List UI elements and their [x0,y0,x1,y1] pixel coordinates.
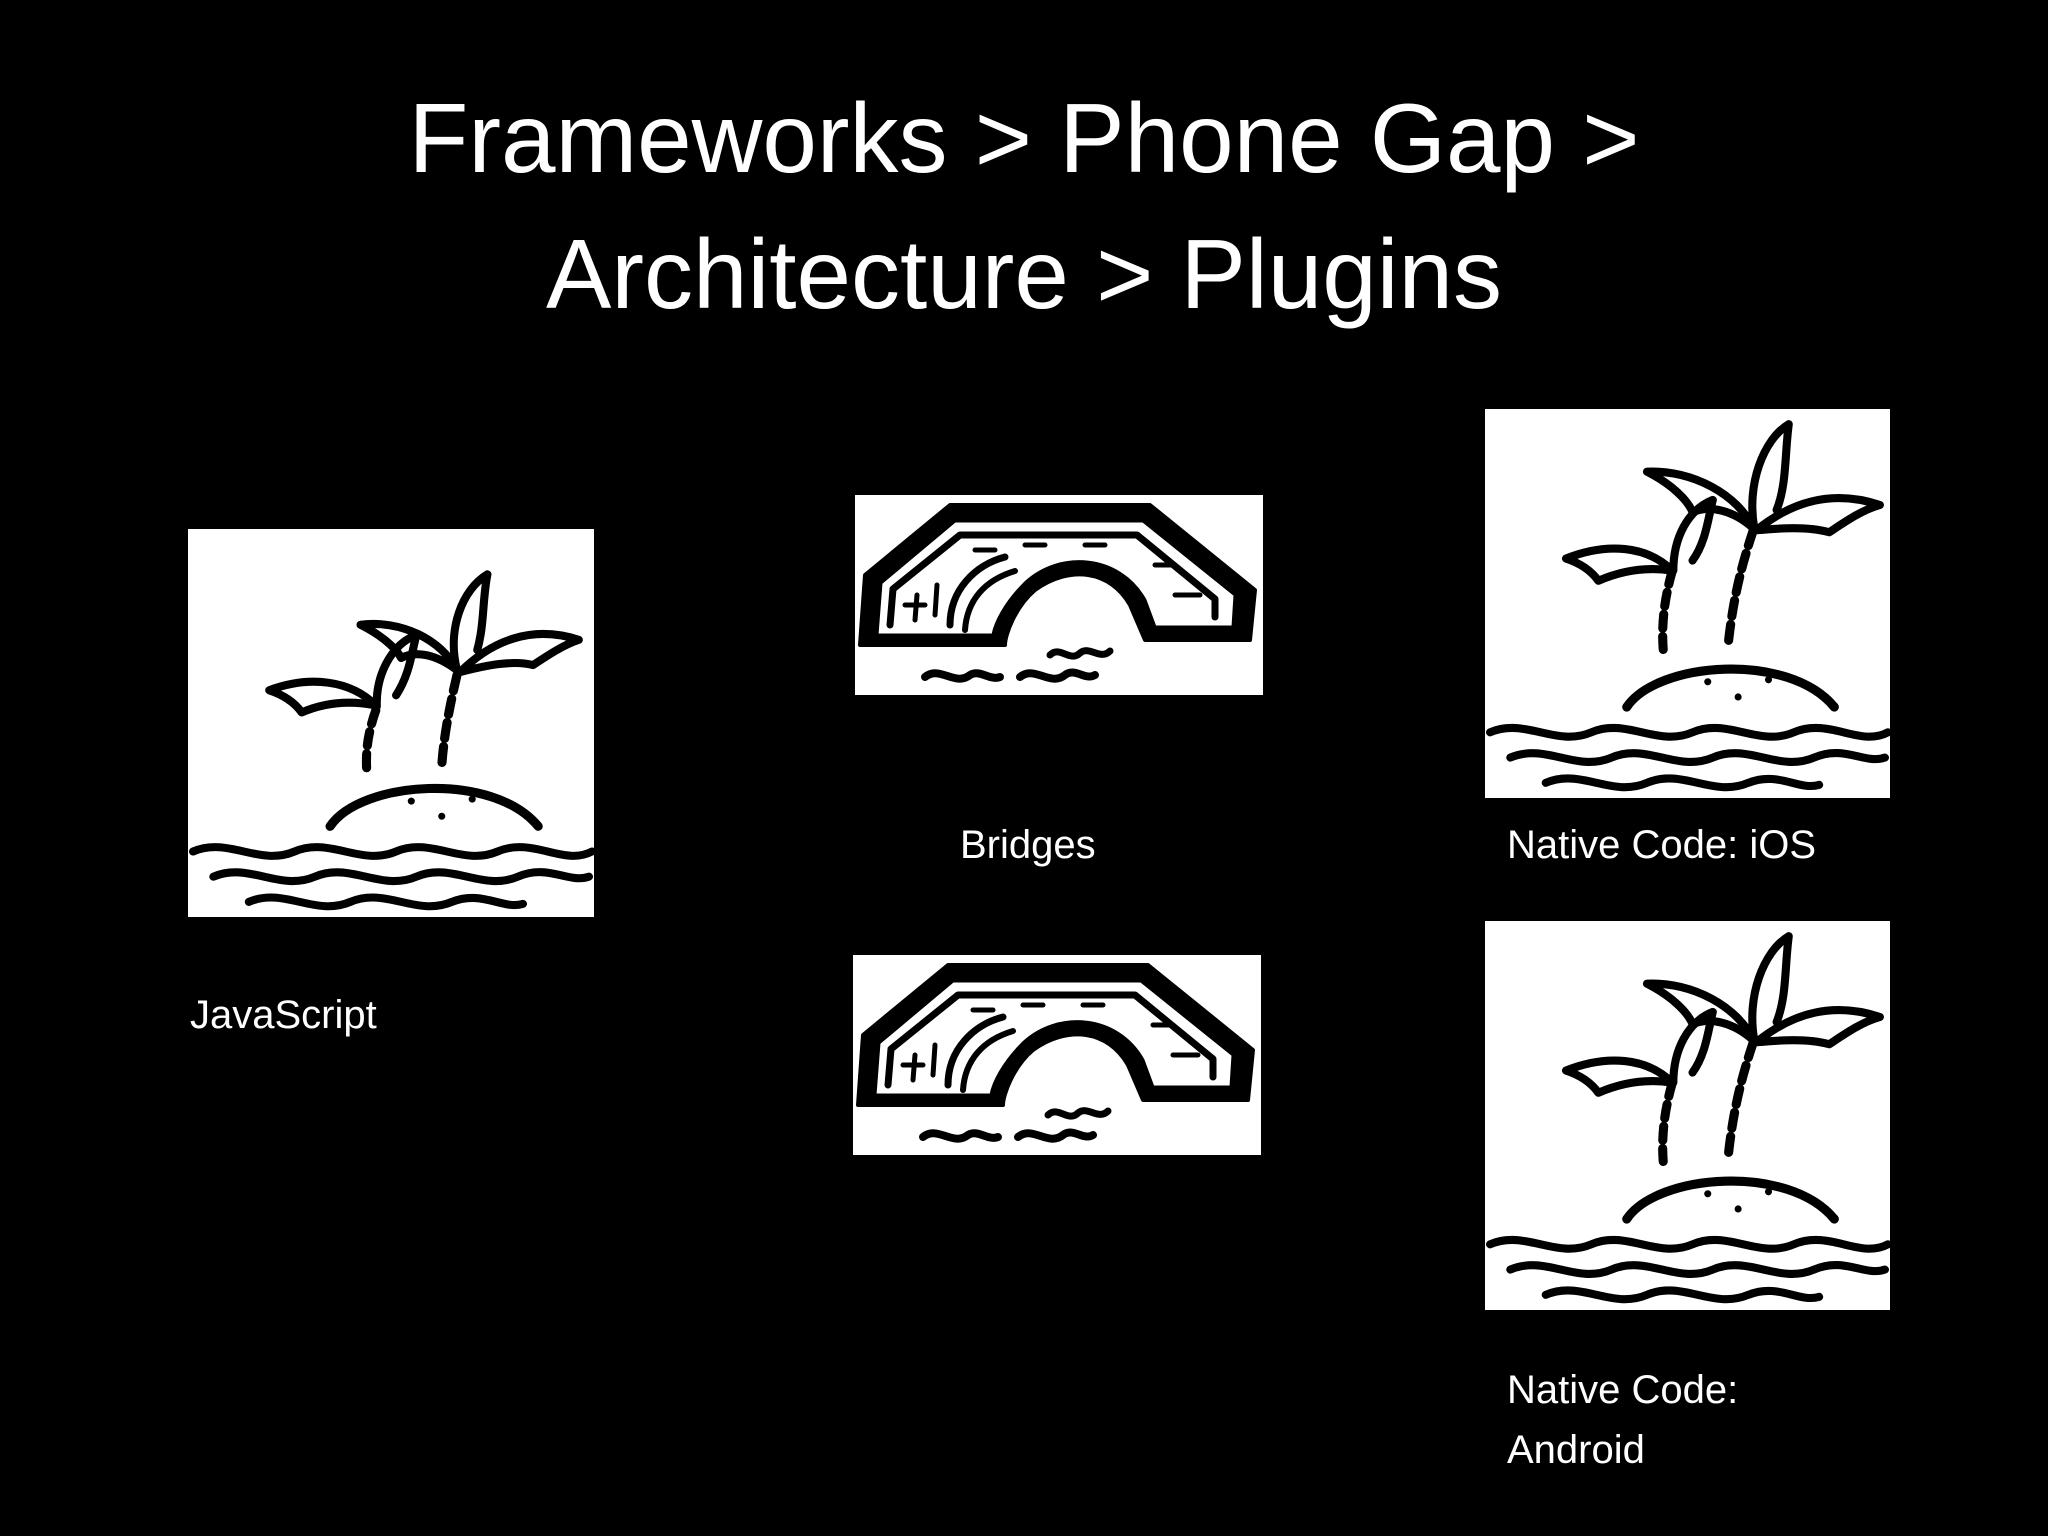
slide-title-line-2: Architecture > Plugins [546,219,1502,329]
island-palm-tree-icon [1485,921,1890,1310]
island-palm-tree-icon [188,529,594,917]
native-code-android-label: Native Code: Android [1507,1368,1739,1472]
slide-title-line-1: Frameworks > Phone Gap > [408,83,1640,193]
native-code-ios-label: Native Code: iOS [1507,823,1817,867]
javascript-label: JavaScript [190,993,377,1037]
island-palm-tree-icon [1485,409,1890,798]
bridges-label: Bridges [960,823,1096,867]
slide-title: Frameworks > Phone Gap > Architecture > … [0,70,2048,342]
stone-bridge-icon [855,495,1263,695]
stone-bridge-icon [853,955,1261,1155]
